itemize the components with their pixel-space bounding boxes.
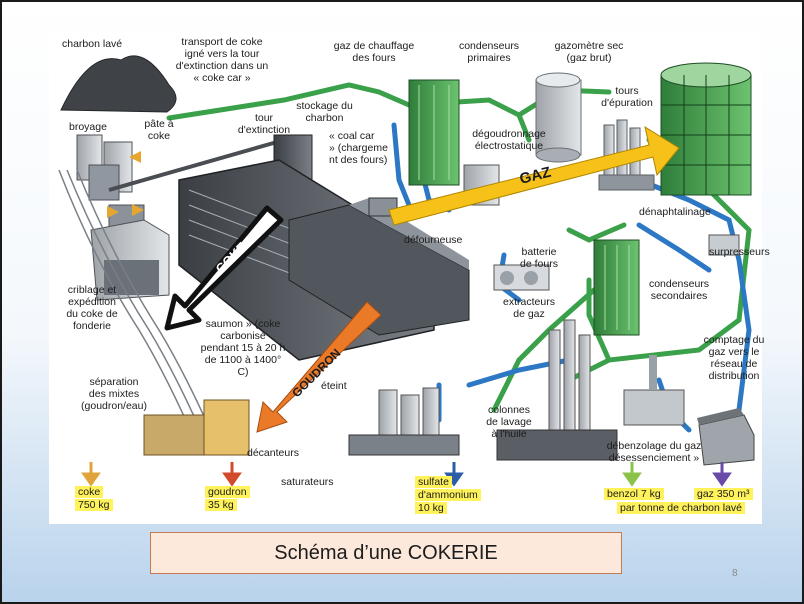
decanters xyxy=(143,399,250,456)
label-gazometre-sec: gazomètre sec (gaz brut) xyxy=(554,40,624,64)
gaz-flow-arrow: GAZ xyxy=(388,125,680,226)
primary-condensers xyxy=(408,79,460,186)
label-extracteurs-gaz: extracteurs de gaz xyxy=(503,296,555,320)
label-colonnes-lavage: colonnes de lavage à l'huile xyxy=(486,404,532,440)
gas-gasholder-green xyxy=(660,62,752,196)
label-condenseurs-primaires: condenseurs primaires xyxy=(458,40,520,64)
label-separation-mixtes: séparation des mixtes (goudron/eau) xyxy=(81,376,147,412)
label-comptage-gaz: comptage du gaz vers le réseau de distri… xyxy=(703,334,765,382)
label-denaphtalinage: dénaphtalinage xyxy=(639,206,711,218)
coke-output-arrow xyxy=(81,462,101,487)
output-benzol: benzol 7 kg xyxy=(604,488,664,500)
crushing-building xyxy=(76,134,145,236)
secondary-condensers xyxy=(593,239,640,336)
label-condenseurs-secondaires: condenseurs secondaires xyxy=(648,278,710,302)
conveyor-belt xyxy=(108,138,285,192)
slide-caption: Schéma d’une COKERIE xyxy=(150,532,622,574)
dry-gasholder xyxy=(535,72,582,163)
oil-scrubbing-columns xyxy=(496,319,618,461)
benzol-output-arrow xyxy=(622,462,642,487)
label-degoudronnage: dégoudronnage électrostatique xyxy=(472,128,546,152)
page-number: 8 xyxy=(732,568,738,579)
screening-building xyxy=(90,219,170,301)
label-tour-extinction: tour d'extinction xyxy=(237,112,291,136)
saturators xyxy=(348,387,460,456)
label-broyage: broyage xyxy=(69,121,107,133)
output-arrows xyxy=(81,462,732,487)
label-defourneuse: défourneuse xyxy=(404,234,463,246)
label-charbon-lave: charbon lavé xyxy=(62,38,123,50)
label-decanteurs: décanteurs xyxy=(247,447,299,459)
output-per-tonne: par tonne de charbon lavé xyxy=(617,502,746,514)
label-eteint: éteint xyxy=(321,380,347,392)
coal-pile xyxy=(60,55,177,113)
debenzolage-unit xyxy=(623,355,685,426)
label-transport-coke: transport de coke igné vers la tour d'ex… xyxy=(175,36,269,84)
rail-tracks xyxy=(58,169,220,451)
boosters xyxy=(708,234,740,256)
gas-meter-building xyxy=(697,408,755,466)
cokerie-diagram: GAZ COKE GOUDRON charbon lavé transport … xyxy=(49,30,770,524)
label-saumon-coke: saumon » (coke carbonisé pendant 15 à 20… xyxy=(200,318,286,378)
label-stockage-charbon: stockage du charbon xyxy=(296,100,353,124)
label-pate-a-coke: pâte à coke xyxy=(144,118,174,142)
label-surpresseurs: surpresseurs xyxy=(709,246,770,258)
label-gaz-chauffage: gaz de chauffage des fours xyxy=(333,40,415,64)
output-coke: coke 750 kg xyxy=(75,486,113,512)
label-saturateurs: saturateurs xyxy=(281,476,334,488)
label-debenzolage: débenzolage du gaz désessenciement » xyxy=(606,440,702,464)
pointer-arrows xyxy=(107,151,144,218)
diagram-illustration: GAZ COKE GOUDRON xyxy=(58,55,755,487)
label-criblage-expedition: criblage et expédition du coke de fonder… xyxy=(66,284,118,332)
goudron-output-arrow xyxy=(222,462,242,487)
label-coal-car: « coal car » (chargeme nt des fours) xyxy=(329,130,388,166)
output-goudron: goudron 35 kg xyxy=(205,486,250,512)
label-batterie-fours: batterie de fours xyxy=(520,246,558,270)
gaz-output-arrow xyxy=(712,462,732,487)
output-gaz: gaz 350 m³ xyxy=(694,488,753,500)
output-sulfate-ammonium: sulfate d'ammonium 10 kg xyxy=(415,476,481,515)
gas-extractors xyxy=(493,264,550,291)
label-tours-epuration: tours d'épuration xyxy=(601,85,653,109)
